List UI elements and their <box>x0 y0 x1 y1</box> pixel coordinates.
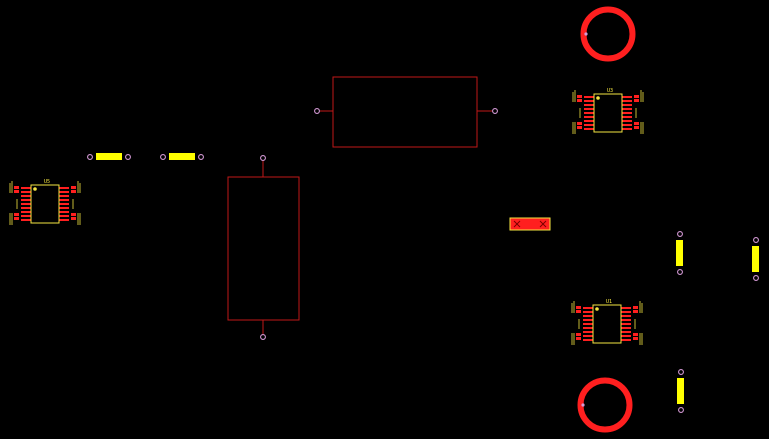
ic-u1-label: U1 <box>606 299 612 305</box>
resistor-highlight-5[interactable] <box>677 369 684 413</box>
ic-u3-label: U3 <box>607 88 613 94</box>
resistor-highlight-1[interactable] <box>87 153 131 160</box>
via[interactable] <box>581 403 585 407</box>
connector-small[interactable] <box>509 217 551 231</box>
ic-u5[interactable]: U5 <box>9 179 81 226</box>
ic-u3[interactable]: U3 <box>572 88 644 135</box>
large-component-horizontal[interactable] <box>314 76 498 148</box>
ic-u1[interactable]: U1 <box>571 299 643 346</box>
resistor-highlight-3[interactable] <box>676 231 683 275</box>
resistor-highlight-2[interactable] <box>160 153 204 160</box>
via[interactable] <box>584 32 588 36</box>
ic-u5-label: U5 <box>44 179 50 185</box>
mounting-hole-top[interactable] <box>580 6 636 62</box>
mounting-hole-bottom[interactable] <box>577 377 633 433</box>
large-component-vertical[interactable] <box>227 155 300 340</box>
resistor-highlight-4[interactable] <box>752 237 759 281</box>
